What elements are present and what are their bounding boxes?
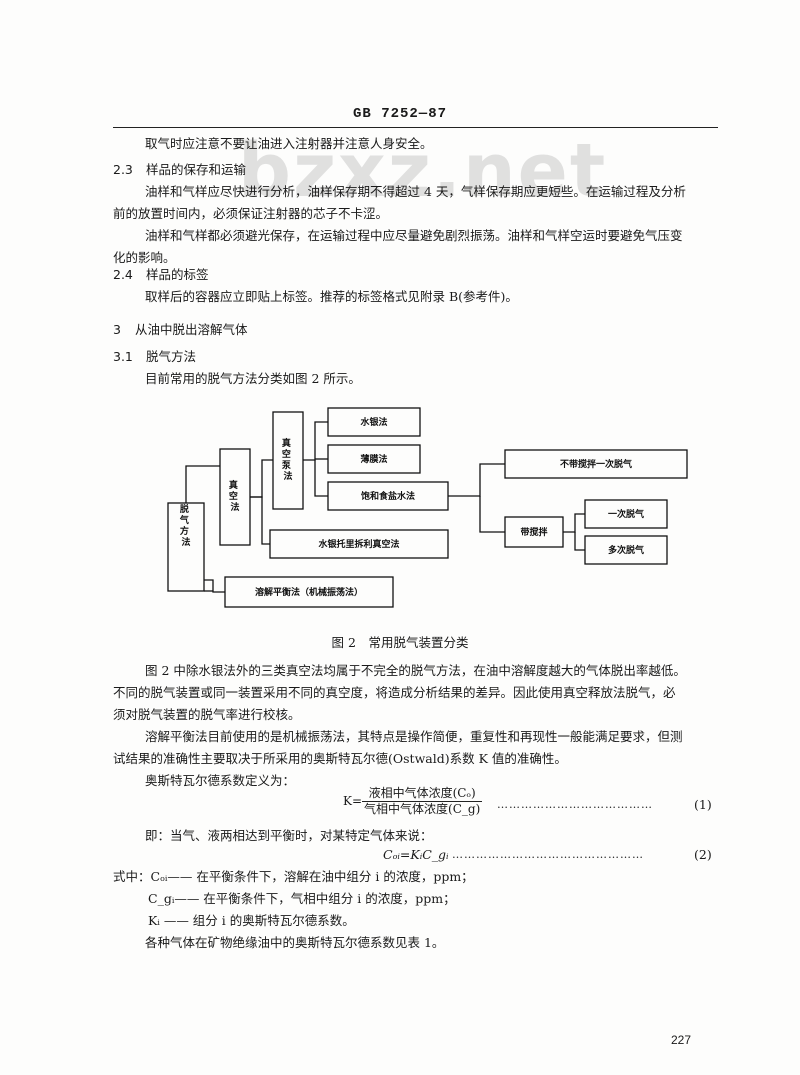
paragraph: 不同的脱气装置或同一装置采用不同的真空度，将造成分析结果的差异。因此使用真空释放… [113, 685, 676, 700]
paragraph: 取样后的容器应立即贴上标签。推荐的标签格式见附录 B(参考件)。 [145, 289, 518, 304]
section-title: 样品的保存和运输 [146, 162, 247, 177]
paragraph: 图 2 中除水银法外的三类真空法均属于不完全的脱气方法，在油中溶解度越大的气体脱… [145, 663, 686, 678]
diagram-root-label: 脱 气 方 法 [179, 503, 192, 548]
equation-1: K=液相中气体浓度(Cₒ)气相中气体浓度(C_g) [343, 786, 483, 817]
leader-dots: ………………………………………… [452, 848, 644, 861]
char: 泵 [282, 460, 292, 471]
definition: Kᵢ —— 组分 i 的奥斯特瓦尔德系数。 [148, 913, 355, 928]
equation-denominator: 气相中气体浓度(C_g) [364, 802, 481, 816]
section-heading-3: 3 从油中脱出溶解气体 [113, 319, 248, 341]
section-number: 2.4 [113, 267, 133, 282]
diagram-multi-label: 多次脱气 [608, 544, 644, 556]
paragraph: 即：当气、液两相达到平衡时，对某特定气体来说： [145, 828, 433, 843]
char: 真 [282, 437, 291, 449]
paragraph: 各种气体在矿物绝缘油中的奥斯特瓦尔德系数见表 1。 [145, 935, 445, 950]
definition: C_gᵢ—— 在平衡条件下，气相中组分 i 的浓度，ppm； [148, 891, 456, 906]
figure-caption: 图 2 常用脱气装置分类 [331, 635, 469, 650]
section-title: 从油中脱出溶解气体 [135, 322, 248, 337]
diagram-vacuum-label: 真 空 法 [229, 479, 241, 513]
char: 气 [179, 514, 189, 526]
diagram-mercury-label: 水银法 [360, 416, 387, 428]
section-number: 2.3 [113, 162, 133, 177]
section-heading-3-1: 3.1 脱气方法 [113, 346, 196, 368]
section-heading-2-4: 2.4 样品的标签 [113, 264, 209, 286]
diagram-equilibrium-label: 溶解平衡法（机械振荡法） [255, 586, 363, 598]
equation-number: (2) [694, 847, 712, 862]
watermark: bzxz.net [238, 128, 608, 214]
paragraph: 试结果的准确性主要取决于所采用的奥斯特瓦尔德(Ostwald)系数 K 值的准确… [113, 751, 567, 766]
paragraph: 前的放置时间内，必须保证注射器的芯子不卡涩。 [113, 206, 389, 221]
paragraph: 目前常用的脱气方法分类如图 2 所示。 [145, 371, 361, 386]
diagram-stir-label: 带搅拌 [520, 526, 547, 538]
definition: 式中：Cₒᵢ—— 在平衡条件下，溶解在油中组分 i 的浓度，ppm； [113, 869, 474, 884]
paragraph: 须对脱气装置的脱气率进行校核。 [113, 707, 301, 722]
section-heading-2-3: 2.3 样品的保存和运输 [113, 159, 246, 181]
paragraph: 奥斯特瓦尔德系数定义为： [145, 773, 296, 788]
char: 法 [230, 501, 239, 513]
equation-2: Cₒᵢ=KᵢC_gᵢ [383, 847, 449, 862]
leader-dots: ………………………………… [497, 798, 653, 811]
header-rule [113, 127, 718, 128]
section-title: 脱气方法 [146, 349, 197, 364]
diagram-toepler-label: 水银托里拆利真空法 [318, 538, 399, 550]
paragraph: 取气时应注意不要让油进入注射器并注意人身安全。 [145, 136, 433, 151]
char: 方 [180, 525, 189, 537]
char: 真 [229, 479, 238, 491]
paragraph: 油样和气样应尽快进行分析，油样保存期不得超过 4 天，气样保存期应更短些。在运输… [145, 184, 686, 199]
char: 法 [283, 470, 292, 482]
equation-lhs: K= [343, 794, 363, 808]
section-title: 样品的标签 [146, 267, 209, 282]
diagram-saltwater-label: 饱和食盐水法 [361, 490, 415, 502]
section-number: 3.1 [113, 349, 133, 364]
page-header: GB 7252—87 [352, 106, 447, 122]
diagram-once-label: 一次脱气 [608, 508, 644, 520]
char: 空 [229, 490, 238, 502]
paragraph: 溶解平衡法目前使用的是机械振荡法，其特点是操作简便，重复性和再现性一般能满足要求… [145, 729, 683, 744]
char: 法 [181, 536, 190, 548]
char: 空 [282, 448, 291, 460]
equation-fraction: 液相中气体浓度(Cₒ)气相中气体浓度(C_g) [362, 786, 483, 817]
paragraph: 化的影响。 [113, 250, 176, 265]
char: 脱 [180, 503, 189, 515]
diagram-pump-label: 真 空 泵 法 [282, 437, 294, 482]
diagram-no-stir-label: 不带搅拌一次脱气 [560, 458, 632, 470]
section-number: 3 [113, 322, 121, 337]
diagram-film-label: 薄膜法 [360, 453, 387, 465]
equation-numerator: 液相中气体浓度(Cₒ) [362, 786, 483, 802]
page-number: 227 [671, 1033, 692, 1047]
paragraph: 油样和气样都必须避光保存，在运输过程中应尽量避免剧烈振荡。油样和气样空运时要避免… [145, 228, 683, 243]
equation-number: (1) [694, 797, 712, 812]
